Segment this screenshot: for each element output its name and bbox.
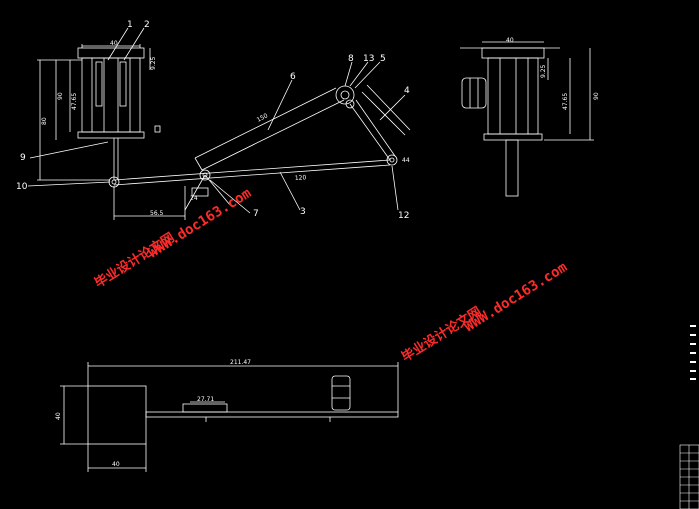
pivot-right [386, 154, 398, 166]
part-label-12: 12 [398, 211, 409, 221]
plan-beam [145, 411, 399, 418]
link-4 [349, 103, 391, 161]
part-label-13: 13 [363, 54, 374, 64]
dim-arm: 150 [256, 112, 270, 124]
watermark-left: 毕业设计论文网 WWW.doc163.com [92, 185, 255, 291]
dim-bottom-total: 211.47 [230, 359, 251, 366]
part-label-5: 5 [380, 54, 386, 64]
dim-small-925: 9.25 [150, 56, 157, 70]
dim-side-925: 9.25 [540, 64, 547, 78]
plan-view-dimensions: 211.47 27.71 40 40 [55, 359, 251, 468]
side-motor [461, 77, 487, 109]
dim-bottom-left-w: 40 [112, 461, 120, 468]
part-label-10: 10 [16, 182, 28, 192]
part-label-2: 2 [144, 20, 150, 30]
side-view-dimensions: 40 9.25 47.65 90 [506, 37, 600, 110]
part-label-9: 9 [20, 153, 26, 163]
watermark-url-right: WWW.doc163.com [462, 259, 571, 335]
plan-base-block [87, 385, 147, 445]
part-label-8: 8 [348, 54, 354, 64]
dim-bottom-mid: 27.71 [197, 396, 214, 403]
link-3 [113, 159, 391, 181]
dim-side-40: 40 [506, 37, 514, 44]
part-label-3: 3 [300, 207, 306, 217]
motor-top-plate [77, 47, 145, 59]
arm-6 [194, 87, 337, 159]
dim-small-44: 44 [402, 157, 410, 164]
dim-height-90: 90 [57, 92, 64, 100]
motor-base [77, 131, 145, 139]
dim-top-width: 40 [110, 40, 118, 47]
watermark-right: 毕业设计论文网 WWW.doc163.com [399, 259, 571, 365]
dim-side-4765: 47.65 [562, 93, 569, 110]
side-view [460, 41, 594, 197]
dim-height-80: 80 [41, 117, 48, 125]
motor-body [81, 57, 141, 133]
pivot-top [335, 85, 355, 105]
watermark-url-left: WWW.doc163.com [146, 185, 255, 261]
pivot-middle [199, 169, 211, 181]
dim-height-47: 47.65 [71, 93, 78, 110]
dim-base: 56.5 [150, 210, 164, 217]
dim-side-90: 90 [593, 92, 600, 100]
part-label-4: 4 [404, 86, 410, 96]
dim-bottom-left-h: 40 [55, 412, 62, 420]
part-label-6: 6 [290, 72, 296, 82]
title-block [679, 444, 699, 509]
dim-small-24: 24 [190, 195, 198, 202]
plan-view [60, 362, 399, 472]
part-labels: 1 2 3 4 5 6 7 8 9 10 12 13 [16, 20, 410, 221]
part-label-7: 7 [253, 209, 259, 219]
notes-column [690, 325, 696, 380]
front-view [27, 27, 411, 220]
front-view-dimensions: 40 9.25 47.65 90 80 56.5 120 150 24 44 [41, 40, 410, 217]
side-bracket [505, 139, 519, 197]
plan-motor [331, 375, 351, 411]
dim-link: 120 [295, 174, 307, 182]
part-label-1: 1 [127, 20, 133, 30]
